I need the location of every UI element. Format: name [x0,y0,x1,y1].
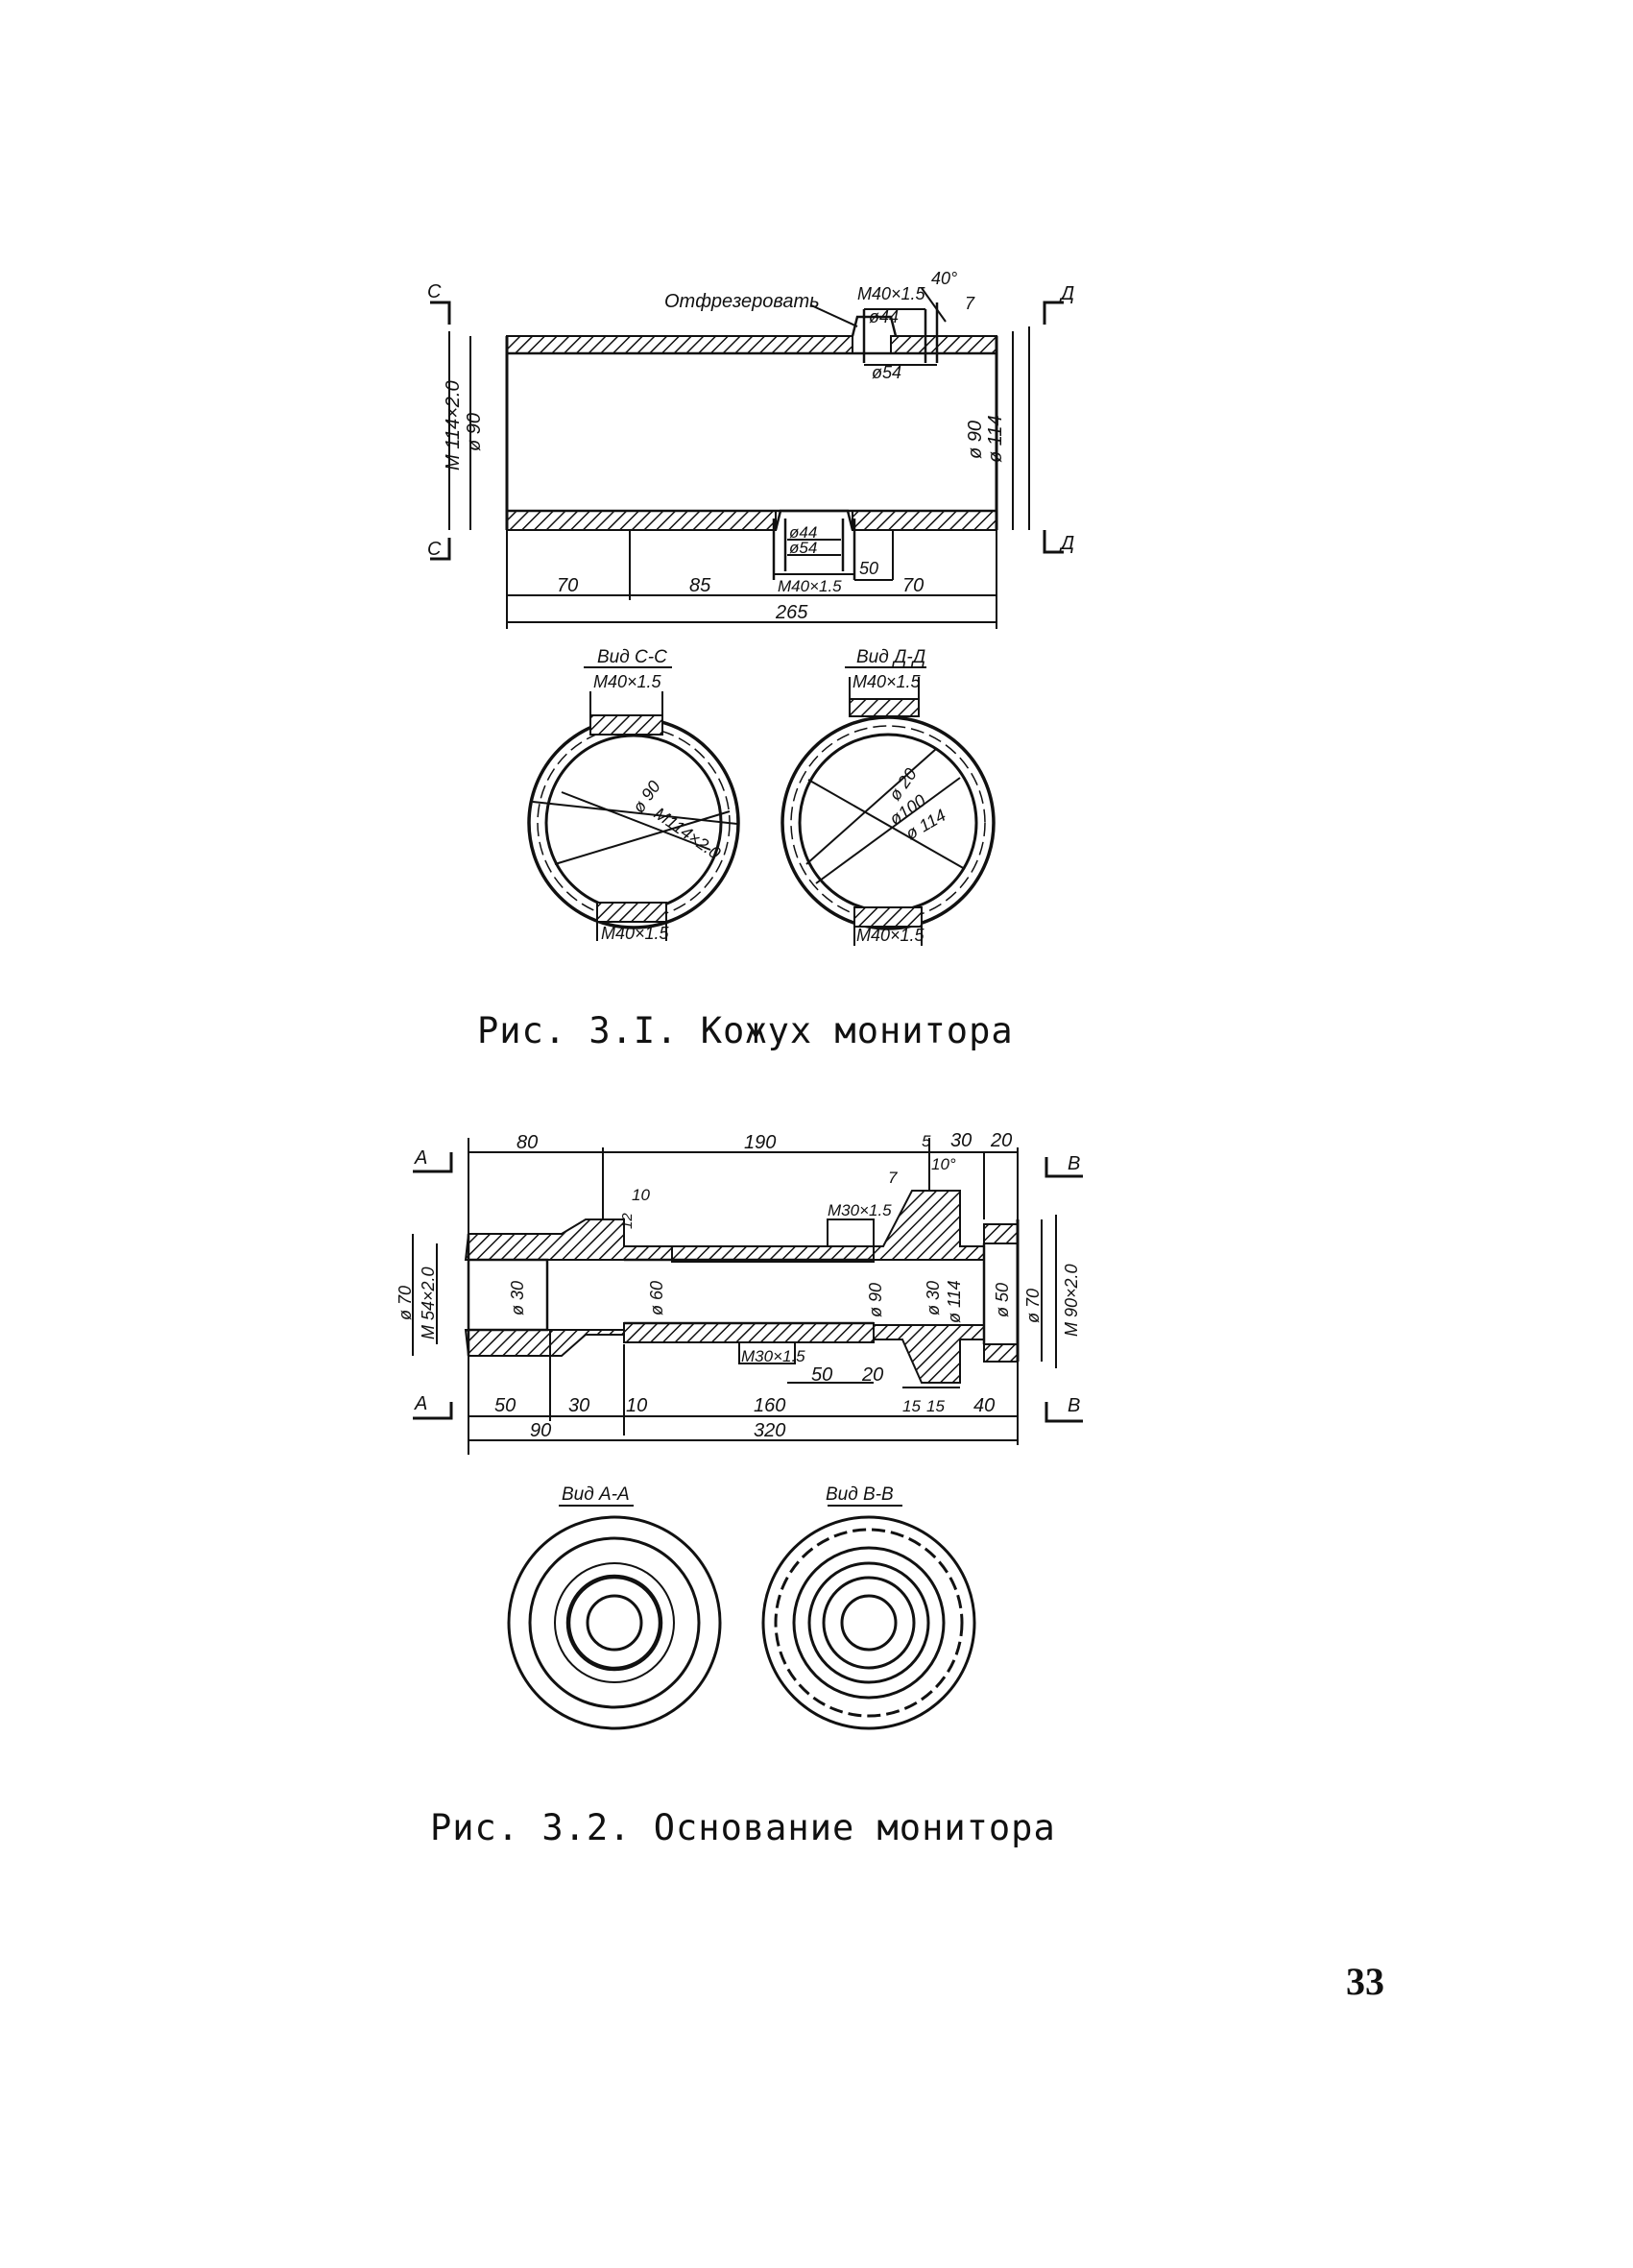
fig2-dim-30-top: 30 [950,1130,972,1151]
fig2-section-a-top: A [414,1147,427,1169]
casing-top-wall-right [890,335,997,354]
base-right-bottom [983,1343,1019,1363]
base-top-half [464,1218,673,1261]
fig2-dia-50: ø 50 [993,1283,1012,1317]
view-dd [780,666,996,946]
fig1-dia-54-bottom: ø54 [789,539,817,557]
fig2-thread-top: M30×1.5 [828,1201,892,1219]
fig2-dia-30-left: ø 30 [508,1281,527,1315]
view-aa-title: Вид A-A [562,1484,630,1505]
fig1-dim-70-left: 70 [557,575,578,596]
fig1-dia-90-right: ø 90 [965,421,986,459]
fig2-thread-left: M 54×2.0 [419,1267,438,1339]
fig1-section-c-bottom: C [427,539,442,560]
fig1-note: Отфрезеровать [664,291,820,312]
page-number: 33 [1346,1960,1384,2003]
figure1-labels: Отфрезеровать M40×1.5 40° 7 ø44 ø54 M 11… [427,269,1074,623]
fig2-dim-20-top: 20 [990,1130,1012,1151]
base-right-top [983,1223,1019,1244]
fig2-dim-7: 7 [888,1169,898,1187]
fig1-dim-7: 7 [965,294,975,313]
view-bb [761,1505,976,1730]
casing-bottom-wall-right [852,510,997,531]
view-aa [507,1505,722,1730]
fig2-dim-10-bottom: 10 [626,1395,647,1416]
fig1-angle-top: 40° [931,269,957,288]
cc-thread-main: M114×2.0 [651,804,724,863]
fig2-dim-50-right: 50 [811,1364,832,1386]
fig1-dia-114-right: ø 114 [985,415,1006,463]
fig2-thread-bottom: M30×1.5 [741,1347,805,1365]
dd-title: Вид Д-Д [856,647,925,667]
base-bottom-half [464,1329,625,1357]
fig1-dia-54-top: ø54 [872,363,901,382]
fig2-section-b-bottom: B [1068,1395,1080,1416]
fig2-dim-30-left: 30 [568,1395,589,1416]
fig2-dia-60: ø 60 [647,1281,666,1315]
figure1-section-view [430,287,1064,629]
cc-top-boss [589,714,663,736]
casing-bottom-wall-left [506,510,777,531]
fig1-dia-44-bottom: ø44 [789,523,817,542]
dd-top-boss [849,698,920,717]
dd-thread-bottom: M40×1.5 [856,926,925,945]
fig1-dim-70-right: 70 [902,575,924,596]
fig2-dim-50-left: 50 [494,1395,516,1416]
fig2-dia-70-left: ø 70 [396,1286,415,1320]
fig2-dim-320: 320 [754,1420,785,1441]
fig2-angle-10: 10° [931,1155,956,1173]
fig2-dia-114: ø 114 [945,1280,964,1323]
dd-bottom-boss [853,906,923,928]
fig2-dim-10-top: 10 [632,1186,650,1204]
fig2-dia-30-right: ø 30 [924,1281,943,1315]
figure2-labels: A A B B 80 190 5 30 20 10° 7 10 12 M30×1… [396,1130,1081,1441]
fig1-thread-bottom: M40×1.5 [778,577,842,595]
cc-title: Вид C-C [597,647,667,667]
fig1-section-d-top: Д [1059,283,1074,304]
fig2-dim-190: 190 [744,1132,776,1153]
fig2-dim-12: 12 [619,1213,636,1229]
fig2-section-b-top: B [1068,1153,1080,1174]
fig2-thread-right: M 90×2.0 [1062,1264,1081,1337]
base-flange-bottom [873,1324,985,1384]
fig2-dim-80: 80 [516,1132,538,1153]
fig2-dim-20-right: 20 [861,1364,883,1386]
fig2-dia-90: ø 90 [866,1283,885,1317]
dd-thread-top: M40×1.5 [853,672,922,691]
casing-top-wall [506,335,853,354]
fig1-dia-44-top: ø44 [869,307,899,326]
cc-thread-top: M40×1.5 [593,672,662,691]
fig2-dim-90: 90 [530,1420,551,1441]
fig1-dim-50: 50 [859,559,878,578]
view-bb-title: Вид B-B [826,1484,894,1505]
fig1-dia-90-left: ø 90 [464,413,485,451]
figure2-section-view [412,1138,1083,1455]
cc-thread-bottom: M40×1.5 [601,924,670,943]
base-flange-top [873,1190,985,1261]
fig1-dim-85: 85 [689,575,711,596]
fig1-section-d-bottom: Д [1059,533,1074,554]
figure2-caption: Рис. 3.2. Основание монитора [430,1807,1056,1848]
fig2-dim-15b: 15 [926,1397,945,1415]
fig2-dim-15a: 15 [902,1397,921,1415]
fig2-section-a-bottom: A [414,1393,427,1414]
fig1-thread-top: M40×1.5 [857,284,926,303]
fig1-dim-total: 265 [775,602,808,623]
fig1-thread-main: M 114×2.0 [443,380,464,470]
fig2-dim-40: 40 [973,1395,995,1416]
base-bottom-wall-mid [623,1322,875,1343]
fig2-dia-70-right: ø 70 [1023,1289,1043,1323]
figure1-caption: Рис. 3.I. Кожух монитора [477,1010,1014,1051]
fig1-section-c-top: C [427,281,442,302]
cc-bottom-boss [596,902,667,923]
fig2-dim-160: 160 [754,1395,785,1416]
fig2-dim-5: 5 [922,1132,931,1150]
view-cc [527,666,740,941]
